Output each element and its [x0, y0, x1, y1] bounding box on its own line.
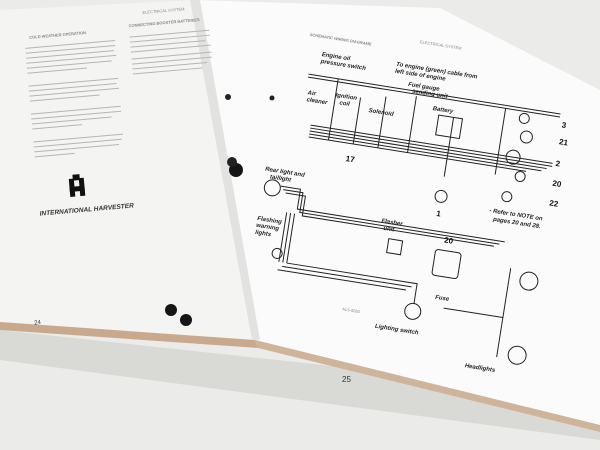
label-fuel-gauge: Fuel gauge: [408, 82, 441, 93]
left-col2-heading: CONNECTING BOOSTER BATTERIES: [128, 17, 200, 28]
label-coil: coil: [339, 100, 350, 108]
right-page: [195, 0, 600, 425]
label-ignition: Ignition: [335, 93, 358, 102]
ih-logo: [68, 174, 86, 197]
label-solenoid: Solenoid: [368, 108, 394, 118]
binder-hole-6: [269, 95, 275, 101]
callout-17: 17: [345, 154, 356, 164]
page-edge-right: [255, 340, 600, 432]
label-flasher-1: Flasher: [381, 218, 404, 227]
diagram-numbers: 3 21 2 20 22 17 1 20: [345, 120, 569, 245]
label-flashing-1: Flashing: [257, 216, 283, 226]
callout-22: 22: [549, 198, 560, 208]
left-col1-heading: COLD WEATHER OPERATION: [29, 30, 86, 40]
label-flasher-2: unit: [383, 226, 396, 234]
callout-3: 3: [561, 120, 567, 130]
callout-21: 21: [558, 137, 569, 147]
wiring-diagram: [263, 73, 561, 365]
left-page: [0, 0, 255, 340]
label-flashing-3: lights: [255, 230, 272, 239]
binder-hole-4: [180, 314, 192, 326]
label-headlights: Headlights: [464, 363, 496, 374]
label-sending-unit: sending unit: [412, 89, 449, 101]
part-code: ALS-9283: [342, 306, 361, 314]
left-page-number: 24: [34, 320, 42, 327]
page-edge-left: [0, 322, 258, 348]
label-air: Air: [306, 90, 317, 97]
label-fuse: Fuse: [435, 295, 450, 303]
callout-20b: 20: [444, 235, 455, 245]
binder-hole-3: [165, 304, 177, 316]
left-col1-paragraph: [25, 39, 124, 158]
left-header: ELECTRICAL SYSTEM: [142, 6, 184, 15]
label-flashing-2: warning: [256, 223, 280, 233]
label-cleaner: cleaner: [306, 97, 328, 106]
callout-20a: 20: [552, 179, 563, 189]
callout-2: 2: [555, 159, 561, 169]
binder-hole-5: [225, 94, 231, 100]
right-page-number: 25: [342, 375, 351, 384]
label-battery: Battery: [432, 106, 454, 115]
booklet-shadow: [0, 330, 600, 440]
label-rear-light-2: taillight: [269, 174, 292, 183]
binder-hole-2: [227, 157, 237, 167]
right-header: ELECTRICAL SYSTEM: [420, 39, 462, 51]
callout-1: 1: [436, 209, 442, 219]
label-engine-oil: Engine oil: [321, 52, 351, 62]
left-col2-paragraph: [129, 29, 212, 75]
spine-gutter: [190, 0, 260, 340]
